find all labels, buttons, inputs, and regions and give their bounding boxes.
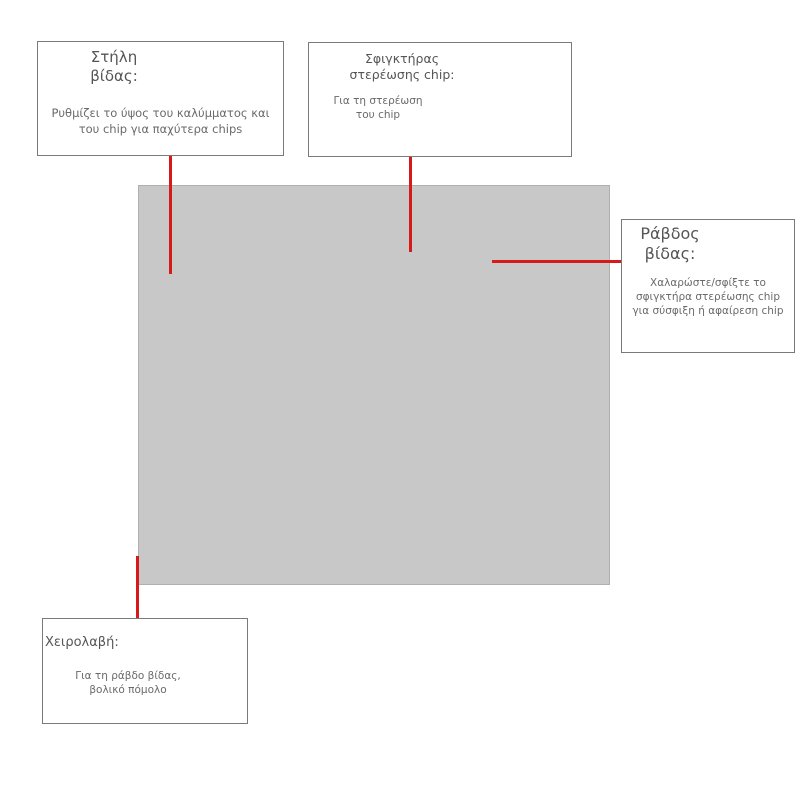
- callout-screw-post-description: Ρυθμίζει το ύψος του καλύμματος και του …: [51, 106, 270, 136]
- callout-screw-post: Στήλη βίδας: Ρυθμίζει το ύψος του καλύμμ…: [37, 41, 284, 156]
- callout-screw-rod: Ράβδος βίδας: Χαλαρώστε/σφίξτε το σφιγκτ…: [621, 219, 795, 353]
- leader-line-chip-clamp: [409, 157, 412, 252]
- product-image-placeholder: [138, 185, 610, 585]
- callout-chip-clamp-title: Σφιγκτήρας στερέωσης chip:: [349, 51, 455, 82]
- callout-chip-clamp-description: Για τη στερέωση του chip: [333, 95, 423, 122]
- callout-screw-post-title: Στήλη βίδας:: [90, 48, 138, 85]
- callout-handle: Χειρολαβή: Για τη ράβδο βίδας, βολικό πό…: [42, 618, 248, 724]
- callout-handle-description: Για τη ράβδο βίδας, βολικό πόμολο: [75, 670, 181, 697]
- leader-line-screw-rod: [492, 260, 621, 263]
- leader-line-handle: [136, 556, 139, 618]
- callout-handle-title: Χειρολαβή:: [45, 635, 119, 650]
- callout-screw-rod-description: Χαλαρώστε/σφίξτε το σφιγκτήρα στερέωσης …: [632, 277, 784, 318]
- leader-line-screw-post: [169, 156, 172, 274]
- callout-chip-clamp: Σφιγκτήρας στερέωσης chip: Για τη στερέω…: [308, 42, 572, 157]
- callout-screw-rod-title: Ράβδος βίδας:: [640, 224, 700, 263]
